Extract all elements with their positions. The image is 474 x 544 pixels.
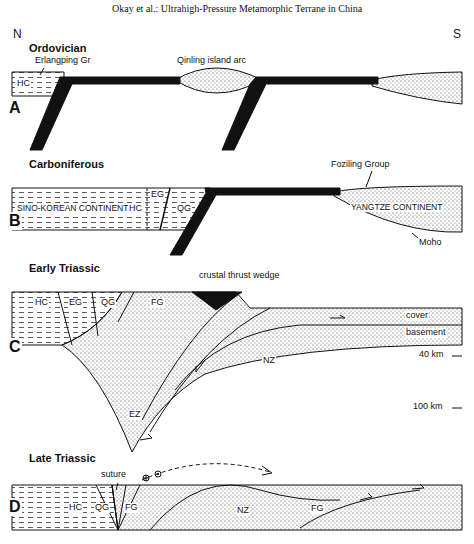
- section-label: NZ: [262, 356, 276, 366]
- scale-tick: [452, 408, 462, 409]
- leader-line: [40, 68, 44, 75]
- thrust-fault: [175, 325, 462, 390]
- section-label: 100 km: [412, 402, 444, 412]
- section-label: QG: [94, 503, 110, 513]
- section-label: HC: [34, 298, 49, 308]
- scale-tick: [452, 356, 462, 357]
- yangtze-margin: [372, 72, 462, 104]
- suture-line: [118, 485, 140, 530]
- section-label: EZ: [128, 410, 142, 420]
- section-label: HC: [16, 79, 31, 89]
- section-label: B: [8, 212, 22, 230]
- section-label: C: [8, 338, 22, 356]
- fault-line: [92, 292, 98, 336]
- section-label: Qinling island arc: [176, 56, 247, 66]
- oceanic-slab: [170, 188, 340, 255]
- section-label: Late Triassic: [28, 452, 97, 464]
- nz-dome: [150, 485, 340, 530]
- slip-arrow: [140, 434, 152, 440]
- section-label: FG: [310, 504, 325, 514]
- section-label: Carboniferous: [28, 158, 105, 170]
- section-label: QG: [176, 204, 192, 214]
- thrust-fault: [142, 296, 236, 420]
- thrust-fault: [150, 308, 270, 432]
- section-label: Foziling Group: [330, 160, 391, 170]
- oceanic-slab: [30, 77, 180, 150]
- subducting-yangtze-plate: [62, 292, 462, 452]
- terrane-boundary: [147, 188, 148, 230]
- slip-arrow: [360, 493, 372, 500]
- section-label: S: [452, 28, 462, 41]
- section-label: D: [8, 498, 22, 516]
- crust-layer: [112, 485, 462, 530]
- section-label: crustal thrust wedge: [198, 271, 281, 281]
- section-label: HC: [68, 503, 83, 513]
- suture-line: [112, 485, 118, 530]
- leader-line: [116, 483, 118, 490]
- section-label: FG: [124, 503, 139, 513]
- section-label: YANGTZE CONTINENT: [350, 203, 443, 212]
- section-label: EG: [68, 298, 83, 308]
- slip-arrow: [330, 315, 345, 318]
- crust-layer: [12, 485, 118, 530]
- motion-symbol: [143, 475, 149, 481]
- section-label: Ordovician: [28, 42, 87, 54]
- oceanic-slab: [222, 77, 378, 150]
- section-label: Early Triassic: [28, 262, 101, 274]
- section-label: FG: [150, 298, 165, 308]
- motion-symbol: [143, 475, 149, 481]
- eroded-surface: [142, 464, 270, 480]
- section-label: suture: [100, 470, 127, 480]
- section-label: 40 km: [418, 350, 445, 360]
- slip-arrow: [412, 484, 424, 489]
- fault-line: [118, 292, 134, 322]
- motion-symbol: [155, 471, 161, 477]
- section-label: NZ: [236, 506, 250, 516]
- crustal-thrust-wedge: [192, 292, 242, 310]
- section-label: SINO-KOREAN CONTINENT: [16, 204, 129, 213]
- section-label: cover: [405, 311, 429, 321]
- section-label: EG: [150, 190, 165, 200]
- section-label: HC: [128, 204, 143, 214]
- slip-arrow: [262, 466, 272, 475]
- yangtze-continent: [334, 186, 462, 232]
- section-label: Moho: [418, 238, 443, 248]
- slip-arrow: [196, 360, 205, 372]
- thrust-fault: [300, 490, 420, 528]
- section-label: basement: [405, 328, 447, 338]
- section-label: A: [8, 99, 22, 117]
- section-label: QG: [100, 298, 116, 308]
- section-label: Erlangping Gr: [34, 56, 92, 66]
- running-header: Okay et al.: Ultrahigh-Pressure Metamorp…: [111, 3, 363, 14]
- section-label: N: [12, 28, 23, 41]
- sino-korean-continent: [12, 188, 210, 230]
- motion-symbol: [157, 473, 159, 475]
- leader-line: [366, 171, 372, 187]
